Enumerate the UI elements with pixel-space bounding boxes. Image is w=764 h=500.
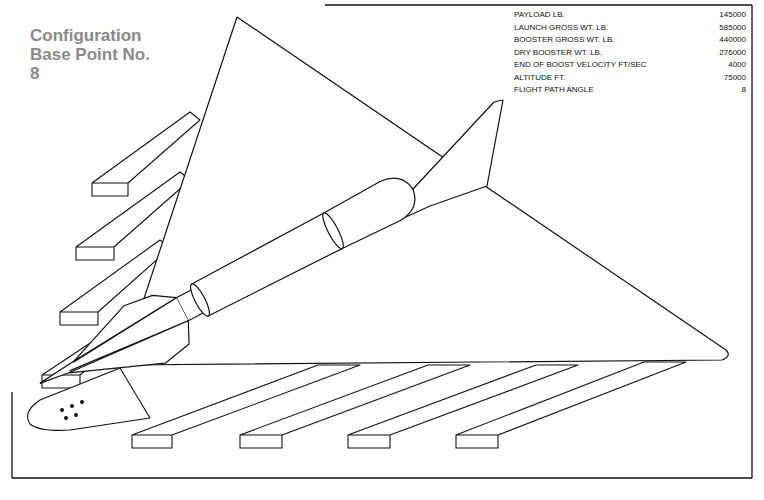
table-label: FLIGHT PATH ANGLE	[513, 85, 595, 95]
table-label: LAUNCH GROSS WT. LB.	[513, 23, 609, 33]
table-label: DRY BOOSTER WT. LB.	[513, 48, 603, 58]
table-value: 276000	[718, 48, 747, 58]
table-value: 75000	[723, 73, 747, 83]
table-value: 8	[741, 85, 747, 95]
table-value: 145000	[718, 10, 747, 20]
frame-lines	[12, 5, 752, 478]
table-value: 585000	[718, 23, 747, 33]
figure-title: Configuration Base Point No. 8	[30, 26, 157, 83]
table-value: 440000	[718, 35, 747, 45]
table-label: ALTITUDE FT.	[513, 73, 566, 83]
table-label: BOOSTER GROSS WT. LB.	[513, 35, 615, 45]
table-label: PAYLOAD LB.	[513, 10, 566, 20]
table-label: END OF BOOST VELOCITY FT/SEC	[513, 60, 648, 70]
upper-stage	[26, 163, 431, 419]
table-value: 4000	[727, 60, 747, 70]
delta-wing	[122, 17, 728, 365]
